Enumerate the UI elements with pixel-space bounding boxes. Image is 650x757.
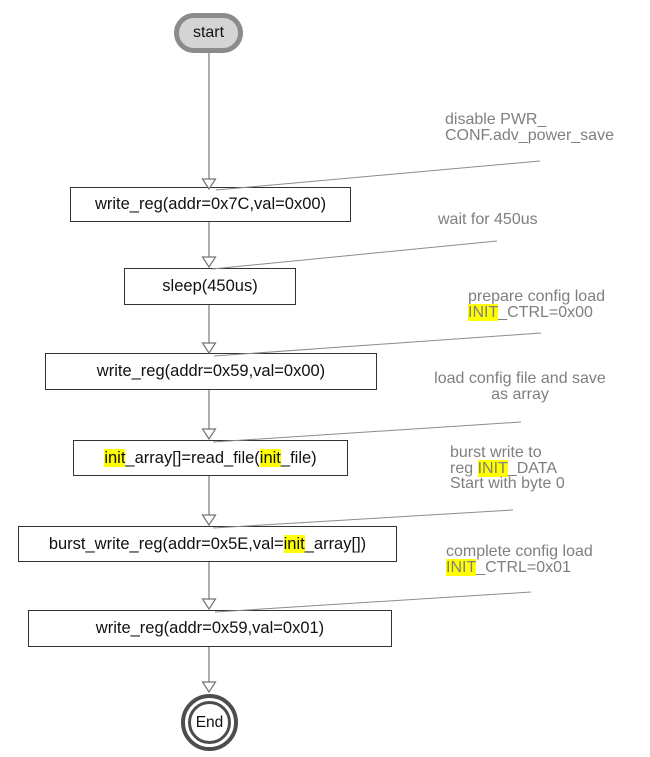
arrowhead-icon	[201, 514, 217, 527]
process-box-label: sleep(450us)	[162, 277, 258, 295]
process-box-label: init_array[]=read_file(init_file)	[104, 448, 317, 467]
arrowhead-icon	[201, 342, 217, 355]
process-box-label: write_reg(addr=0x59,val=0x00)	[96, 362, 326, 380]
annotation-load-config-file: load config file and save as array	[420, 371, 620, 402]
process-box-label: write_reg(addr=0x7C,val=0x00)	[94, 195, 327, 213]
process-box-label: burst_write_reg(addr=0x5E,val=init_array…	[48, 534, 367, 553]
arrowhead-icon	[201, 681, 217, 694]
annotation-wait-450us: wait for 450us	[438, 212, 538, 228]
process-box-label: write_reg(addr=0x59,val=0x01)	[95, 619, 325, 637]
annotation-line: burst write to	[450, 444, 542, 461]
arrowhead-icon	[201, 428, 217, 441]
process-box-write-reg-0x59-01: write_reg(addr=0x59,val=0x01)	[28, 610, 392, 647]
annotation-line: Start with byte 0	[450, 475, 565, 492]
arrowhead-icon	[201, 256, 217, 269]
annotation-complete-config-load: complete config load INIT_CTRL=0x01	[446, 543, 593, 576]
start-node: start	[174, 13, 243, 53]
annotation-line: reg INIT_DATA	[450, 459, 557, 477]
annotation-line: load config file and save	[434, 370, 606, 387]
process-box-sleep: sleep(450us)	[124, 268, 296, 305]
start-node-label: start	[192, 24, 225, 41]
leader-line-wait-450us	[211, 240, 498, 270]
annotation-line: complete config load	[446, 543, 593, 560]
leader-line-complete-config	[214, 591, 532, 613]
leader-line-disable-pwr	[215, 160, 541, 191]
process-box-init-array: init_array[]=read_file(init_file)	[73, 440, 348, 476]
end-node: End	[181, 694, 238, 751]
annotation-line: disable PWR_	[445, 111, 547, 128]
annotation-line: INIT_CTRL=0x00	[468, 303, 593, 321]
annotation-burst-write: burst write to reg INIT_DATA Start with …	[450, 445, 565, 492]
end-node-inner-circle: End	[188, 701, 231, 744]
annotation-prepare-config-load: prepare config load INIT_CTRL=0x00	[468, 288, 605, 321]
process-box-burst-write-reg: burst_write_reg(addr=0x5E,val=init_array…	[18, 526, 397, 562]
process-box-write-reg-0x7c: write_reg(addr=0x7C,val=0x00)	[70, 187, 351, 222]
annotation-line: as array	[491, 385, 549, 403]
annotation-line: prepare config load	[468, 288, 605, 305]
process-box-write-reg-0x59-00: write_reg(addr=0x59,val=0x00)	[45, 353, 377, 390]
annotation-line: INIT_CTRL=0x01	[446, 558, 571, 576]
annotation-disable-pwr: disable PWR_ CONF.adv_power_save	[445, 112, 614, 143]
annotation-line: CONF.adv_power_save	[445, 126, 614, 144]
annotation-line: wait for 450us	[438, 211, 538, 228]
end-node-label: End	[195, 713, 224, 731]
arrowhead-icon	[201, 598, 217, 611]
leader-line-load-config	[212, 421, 522, 443]
